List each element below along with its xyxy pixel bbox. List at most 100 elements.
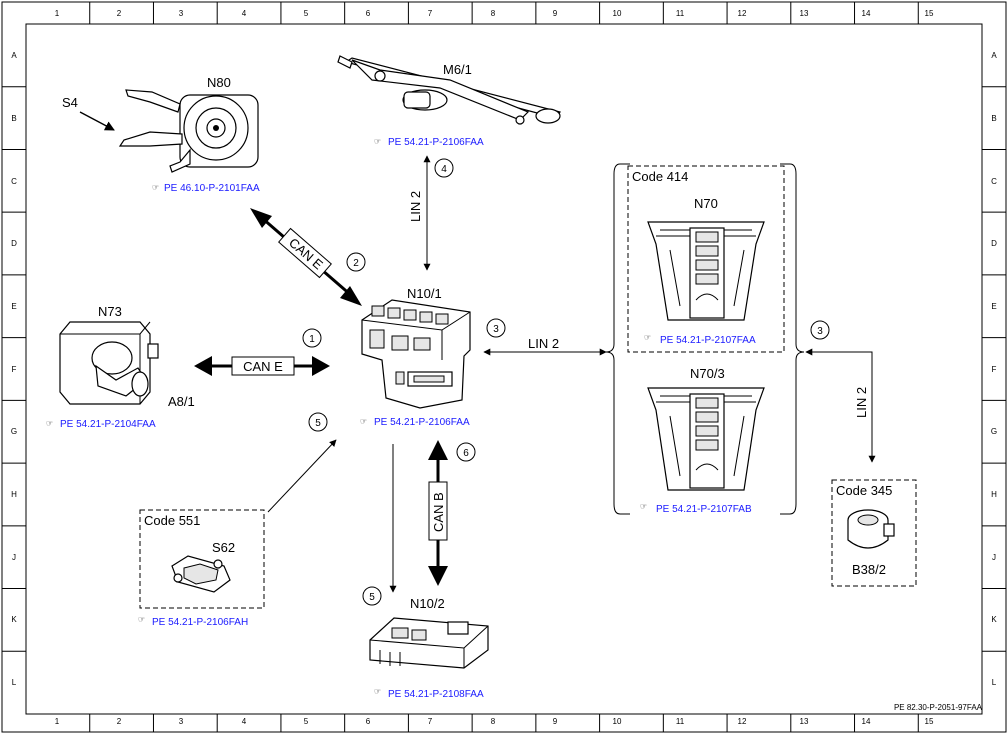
- row-label-left: A: [11, 51, 17, 60]
- reference-book-icon: ☞: [374, 687, 381, 696]
- label-s4: S4: [62, 95, 78, 110]
- col-label-top: 4: [242, 9, 247, 18]
- can-e-diagonal-bus: [250, 208, 362, 306]
- row-label-right: E: [991, 302, 996, 311]
- row-labels: A B C D E F G H J K L A B C D E F G H J …: [11, 51, 997, 687]
- left-brace: [605, 163, 630, 515]
- marker-circle: [302, 328, 322, 348]
- col-label-bottom: 11: [676, 717, 685, 726]
- label-lin2-mid: LIN 2: [528, 336, 559, 351]
- document-number: PE 82.30-P-2051-97FAA: [894, 703, 983, 712]
- column-labels: 1 2 3 4 5 6 7 8 9 10 11 12 13 14 15 1 2 …: [55, 9, 934, 726]
- row-label-right: F: [992, 365, 997, 374]
- ref-n10-2: ☞ PE 54.21-P-2108FAA: [374, 687, 484, 700]
- reference-book-icon: ☞: [640, 502, 647, 511]
- marker-6: 6: [463, 448, 469, 459]
- col-label-top: 15: [925, 9, 934, 18]
- col-label-top: 1: [55, 9, 60, 18]
- col-label-top: 7: [428, 9, 433, 18]
- marker-4: 4: [441, 164, 447, 175]
- row-label-left: G: [11, 427, 17, 436]
- ref-n10-1: ☞ PE 54.21-P-2106FAA: [360, 417, 470, 428]
- col-label-bottom: 12: [738, 717, 747, 726]
- reference-book-icon: ☞: [360, 417, 367, 426]
- ref-n70: ☞ PE 54.21-P-2107FAA: [644, 333, 756, 346]
- label-b38-2: B38/2: [852, 562, 886, 577]
- col-label-bottom: 6: [366, 717, 371, 726]
- col-label-bottom: 14: [862, 717, 871, 726]
- row-label-left: B: [11, 114, 16, 123]
- marker-circle: [456, 442, 476, 462]
- reference-book-icon: ☞: [374, 137, 381, 146]
- label-a8-1: A8/1: [168, 394, 195, 409]
- ref-s62-text: PE 54.21-P-2106FAH: [152, 617, 248, 628]
- row-label-left: L: [12, 678, 17, 687]
- reference-book-icon: ☞: [46, 419, 53, 428]
- code-414-box: [627, 165, 785, 353]
- col-label-bottom: 4: [242, 717, 247, 726]
- marker-circle: [810, 320, 830, 340]
- n10-1-control-unit: [361, 299, 471, 409]
- label-n70: N70: [694, 196, 718, 211]
- lin2-right-line: [805, 348, 876, 463]
- row-label-left: C: [11, 177, 17, 186]
- s62-signal-arrow: [267, 439, 337, 513]
- marker-1: 1: [309, 334, 315, 345]
- marker-circle: [486, 318, 506, 338]
- col-label-bottom: 7: [428, 717, 433, 726]
- ref-n70-3: ☞ PE 54.21-P-2107FAB: [640, 502, 752, 515]
- col-label-bottom: 13: [800, 717, 809, 726]
- n73-ignition-switch: [59, 321, 159, 405]
- label-m6-1: M6/1: [443, 62, 472, 77]
- label-n10-2: N10/2: [410, 596, 445, 611]
- col-label-bottom: 15: [925, 717, 934, 726]
- col-label-bottom: 2: [117, 717, 122, 726]
- label-code-414: Code 414: [632, 169, 688, 184]
- row-label-right: L: [992, 678, 997, 687]
- m6-1-wiper-linkage: [337, 55, 561, 125]
- label-code-345: Code 345: [836, 483, 892, 498]
- col-label-top: 14: [862, 9, 871, 18]
- marker-2: 2: [353, 258, 359, 269]
- label-lin2-right: LIN 2: [854, 387, 869, 418]
- row-label-left: E: [11, 302, 16, 311]
- right-brace: [780, 163, 805, 515]
- col-label-bottom: 1: [55, 717, 60, 726]
- col-label-top: 12: [738, 9, 747, 18]
- col-label-top: 9: [553, 9, 558, 18]
- n10-2-control-unit: [369, 617, 489, 669]
- col-label-bottom: 9: [553, 717, 558, 726]
- ref-s62: ☞ PE 54.21-P-2106FAH: [138, 615, 248, 628]
- ref-n70-3-text: PE 54.21-P-2107FAB: [656, 504, 752, 515]
- label-s62: S62: [212, 540, 235, 555]
- ref-n73-text: PE 54.21-P-2104FAA: [60, 419, 156, 430]
- row-label-left: K: [11, 615, 17, 624]
- label-code-551: Code 551: [144, 513, 200, 528]
- s62-switch: [171, 555, 231, 593]
- reference-book-icon: ☞: [138, 615, 145, 624]
- marker-circle: [308, 412, 328, 432]
- code-551-box: [139, 509, 265, 609]
- row-label-left: D: [11, 239, 17, 248]
- col-label-bottom: 8: [491, 717, 496, 726]
- n70-3-overhead-panel: [647, 387, 765, 491]
- n70-overhead-panel: [647, 221, 765, 321]
- can-b-bus: [428, 440, 448, 586]
- col-label-bottom: 5: [304, 717, 309, 726]
- ref-n70-text: PE 54.21-P-2107FAA: [660, 335, 756, 346]
- col-label-top: 3: [179, 9, 184, 18]
- can-e-horizontal-bus: [194, 356, 330, 376]
- b38-2-sensor: [847, 509, 895, 549]
- col-label-bottom: 10: [613, 717, 622, 726]
- ref-n10-2-text: PE 54.21-P-2108FAA: [388, 689, 484, 700]
- label-n73: N73: [98, 304, 122, 319]
- row-label-right: D: [991, 239, 997, 248]
- row-label-left: H: [11, 490, 17, 499]
- ref-m6-1-text: PE 54.21-P-2106FAA: [388, 137, 484, 148]
- ref-n80-text: PE 46.10-P-2101FAA: [164, 183, 260, 194]
- row-label-right: C: [991, 177, 997, 186]
- reference-book-icon: ☞: [152, 183, 159, 192]
- label-can-e-horizontal: CAN E: [243, 359, 283, 374]
- s4-pointer-arrow: [79, 111, 115, 131]
